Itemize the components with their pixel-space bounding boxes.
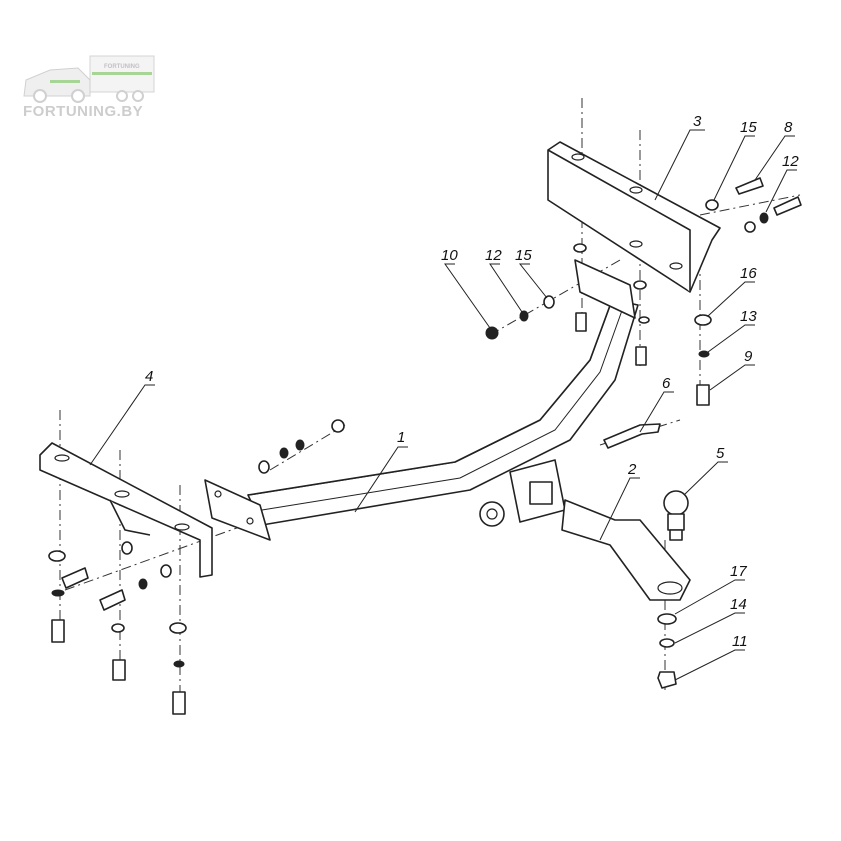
- callout-numbers: 1 2 3 4 5 6 8 9 10 11 12 12 13 14 15 15 …: [145, 113, 799, 650]
- callout-3: 3: [693, 113, 702, 130]
- main-beam-part-1: [204, 259, 639, 541]
- callout-5: 5: [716, 445, 725, 462]
- callout-leaders: [89, 129, 797, 681]
- callout-12: 12: [782, 153, 799, 170]
- callout-17: 17: [730, 563, 747, 580]
- wire-part-6: [603, 423, 661, 449]
- left-bracket-part-4: [39, 442, 213, 578]
- callout-12: 12: [485, 247, 502, 264]
- callout-15: 15: [740, 119, 757, 136]
- callout-8: 8: [784, 119, 793, 136]
- svg-text:FORTUNING: FORTUNING: [104, 64, 140, 70]
- callout-9: 9: [744, 348, 753, 365]
- tow-ball-part-5: [663, 490, 689, 541]
- callout-6: 6: [662, 375, 671, 392]
- ball-mount-part-2: [561, 499, 691, 601]
- fortuning-logo: FORTUNING FORTUNING.BY: [23, 55, 155, 120]
- callout-2: 2: [627, 461, 637, 478]
- callout-16: 16: [740, 265, 757, 282]
- fasteners: [48, 177, 802, 715]
- logo-text: FORTUNING.BY: [23, 103, 143, 120]
- callout-11: 11: [732, 633, 748, 650]
- callout-1: 1: [397, 429, 405, 446]
- right-bracket-part-3: [547, 141, 721, 293]
- callout-10: 10: [441, 247, 458, 264]
- callout-15: 15: [515, 247, 532, 264]
- callout-14: 14: [730, 596, 747, 613]
- callout-13: 13: [740, 308, 757, 325]
- callout-4: 4: [145, 368, 153, 385]
